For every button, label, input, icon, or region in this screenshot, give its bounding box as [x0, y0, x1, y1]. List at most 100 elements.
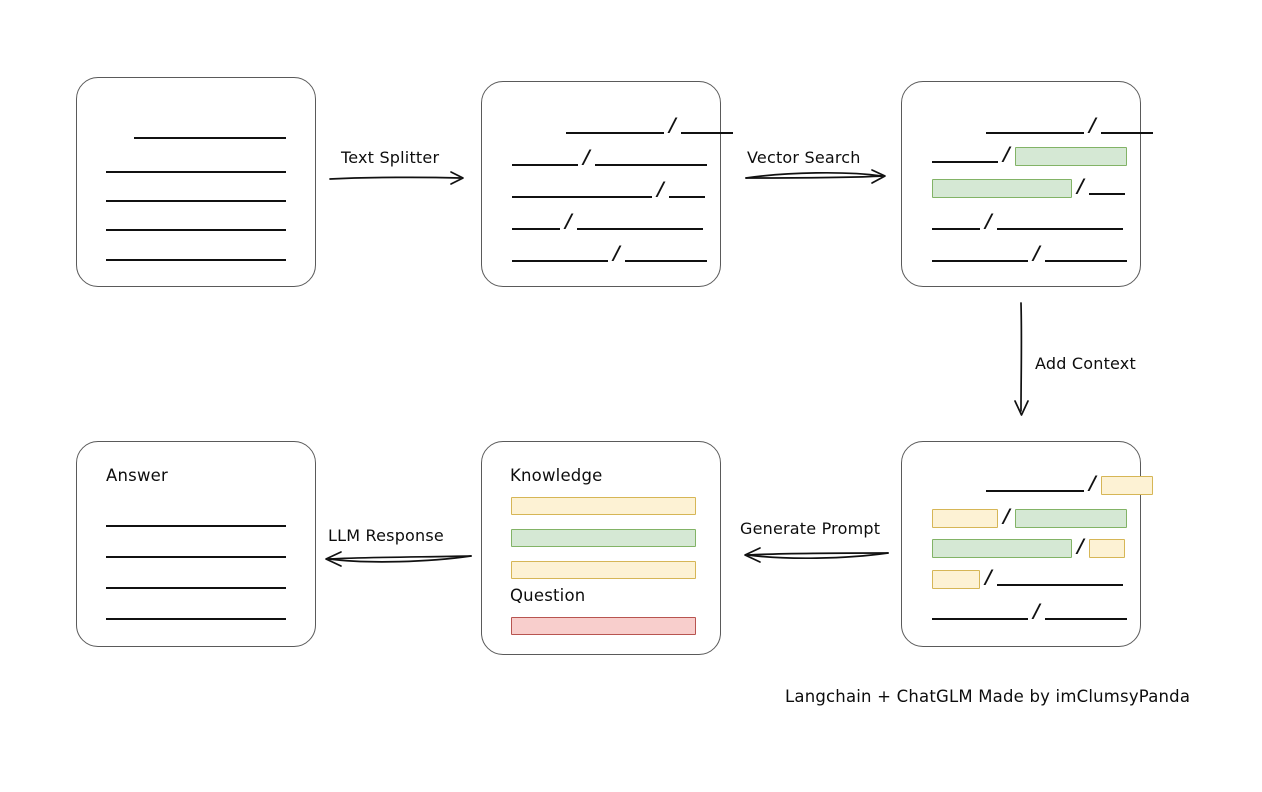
knowledge-bar-green — [511, 529, 696, 547]
separator-slash: / — [1033, 599, 1040, 622]
text-segment — [576, 216, 703, 230]
footer-credit: Langchain + ChatGLM Made by imClumsyPand… — [785, 687, 1191, 706]
question-label: Question — [510, 586, 586, 605]
highlight-segment-yellow — [932, 569, 980, 589]
text-segment — [932, 149, 998, 163]
text-segment — [106, 544, 286, 558]
separator-slash: / — [613, 241, 620, 264]
doc-line — [106, 541, 286, 561]
separator-slash: / — [565, 209, 572, 232]
knowledge-bar-yellow — [511, 561, 696, 579]
text-segment — [566, 120, 664, 134]
arrow-text-splitter — [329, 171, 464, 185]
separator-slash: / — [1089, 471, 1096, 494]
arrow-vector-search — [745, 169, 886, 184]
doc-line — [106, 603, 286, 623]
text-segment — [986, 478, 1084, 492]
highlight-segment-yellow — [932, 508, 998, 528]
text-segment — [932, 216, 980, 230]
edge-label-llm-response: LLM Response — [328, 526, 444, 545]
doc-line: / — [932, 599, 1127, 623]
separator-slash: / — [985, 565, 992, 588]
edge-label-text-splitter: Text Splitter — [341, 148, 440, 167]
doc-line — [106, 185, 286, 205]
separator-slash: / — [669, 113, 676, 136]
edge-label-vector-search: Vector Search — [747, 148, 861, 167]
text-segment — [512, 184, 652, 198]
edge-label-generate-prompt: Generate Prompt — [740, 519, 881, 538]
node-source-document[interactable] — [76, 77, 316, 287]
highlight-segment-green — [1014, 146, 1127, 166]
doc-line: / — [512, 177, 705, 201]
text-segment — [106, 247, 286, 261]
text-segment — [594, 152, 707, 166]
text-segment — [106, 188, 286, 202]
node-context-chunks[interactable]: / / / / / — [901, 441, 1153, 647]
separator-slash: / — [1089, 113, 1096, 136]
question-bar-red — [511, 617, 696, 635]
text-segment — [624, 248, 707, 262]
doc-line: / — [932, 471, 1153, 495]
doc-line: / — [512, 209, 703, 233]
doc-line: / — [932, 241, 1127, 265]
highlight-segment-green — [932, 538, 1072, 558]
doc-line: / — [512, 113, 733, 137]
doc-line: / — [512, 145, 707, 169]
knowledge-label: Knowledge — [510, 466, 603, 485]
text-segment — [932, 606, 1028, 620]
highlight-segment-yellow — [1100, 475, 1153, 495]
text-segment — [134, 125, 286, 139]
highlight-segment-yellow — [1088, 538, 1125, 558]
doc-line — [106, 244, 286, 264]
text-segment — [106, 159, 286, 173]
knowledge-bar-yellow — [511, 497, 696, 515]
node-answer-document[interactable]: Answer — [76, 441, 316, 647]
text-segment — [106, 575, 286, 589]
node-generated-prompt[interactable]: Knowledge Question — [481, 441, 721, 655]
text-segment — [932, 248, 1028, 262]
text-segment — [1044, 606, 1127, 620]
text-segment — [668, 184, 705, 198]
doc-line: / — [932, 534, 1125, 558]
doc-line — [106, 572, 286, 592]
doc-line: / — [512, 241, 707, 265]
text-segment — [512, 248, 608, 262]
answer-label: Answer — [106, 466, 168, 485]
text-segment — [1044, 248, 1127, 262]
doc-line: / — [932, 209, 1123, 233]
text-segment — [106, 606, 286, 620]
separator-slash: / — [1003, 504, 1010, 527]
edge-label-add-context: Add Context — [1035, 354, 1136, 373]
arrow-generate-prompt — [744, 547, 889, 563]
doc-line: / — [932, 142, 1127, 166]
doc-line — [134, 122, 286, 142]
highlight-segment-green — [1014, 508, 1127, 528]
text-segment — [996, 572, 1123, 586]
doc-line: / — [932, 565, 1123, 589]
text-segment — [512, 152, 578, 166]
arrow-llm-response — [325, 551, 472, 567]
separator-slash: / — [583, 145, 590, 168]
node-vector-matched-chunks[interactable]: / / / / / — [901, 81, 1153, 287]
separator-slash: / — [985, 209, 992, 232]
text-segment — [512, 216, 560, 230]
text-segment — [1088, 181, 1125, 195]
text-segment — [680, 120, 733, 134]
separator-slash: / — [657, 177, 664, 200]
text-segment — [106, 217, 286, 231]
text-segment — [106, 513, 286, 527]
text-segment — [1100, 120, 1153, 134]
doc-line: / — [932, 113, 1153, 137]
doc-line — [106, 214, 286, 234]
separator-slash: / — [1077, 534, 1084, 557]
separator-slash: / — [1077, 174, 1084, 197]
node-split-chunks[interactable]: / / / / / — [481, 81, 733, 287]
doc-line — [106, 510, 286, 530]
doc-line — [106, 156, 286, 176]
separator-slash: / — [1003, 142, 1010, 165]
doc-line: / — [932, 504, 1127, 528]
arrow-add-context — [1014, 302, 1029, 416]
doc-line: / — [932, 174, 1125, 198]
separator-slash: / — [1033, 241, 1040, 264]
